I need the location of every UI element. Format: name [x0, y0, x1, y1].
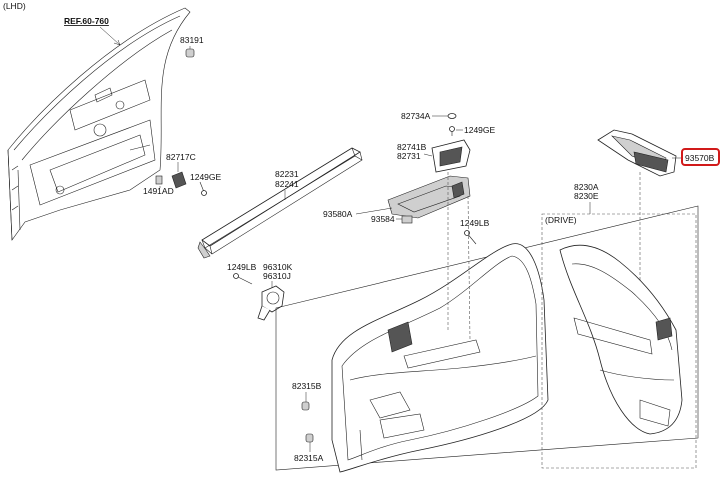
- drive-inset-box: [541, 213, 697, 469]
- label-8230A: 8230A: [574, 182, 599, 192]
- label-93584: 93584: [371, 214, 395, 224]
- guide-switch: [467, 195, 471, 341]
- label-82315A: 82315A: [294, 453, 324, 463]
- screw-1249LB: [464, 230, 477, 245]
- power-window-switch-93570B: [597, 129, 677, 177]
- inside-handle-82741B: [431, 139, 471, 173]
- clip-83191: [185, 48, 195, 58]
- label-83191: 83191: [180, 35, 204, 45]
- label-1249GE-left: 1249GE: [190, 172, 222, 182]
- label-1249LB-left: 1249LB: [227, 262, 257, 272]
- door-frame: [7, 7, 191, 241]
- label-82315B: 82315B: [292, 381, 322, 391]
- cap-82734A: [447, 113, 457, 136]
- label-96310K: 96310K: [263, 262, 293, 272]
- speaker-96310K: [233, 273, 285, 321]
- label-93570B[interactable]: 93570B: [685, 153, 715, 163]
- label-82734A: 82734A: [401, 111, 431, 121]
- clip-82315A: [305, 433, 314, 443]
- clip-82315B: [301, 401, 310, 411]
- label-82241: 82241: [275, 179, 299, 189]
- ref-arrow: [113, 39, 121, 46]
- drive-label: (DRIVE): [545, 215, 577, 225]
- weatherstrip-82231: [197, 147, 363, 259]
- label-82741B: 82741B: [397, 142, 427, 152]
- ref-leader: [99, 26, 121, 46]
- label-1249GE-top: 1249GE: [464, 125, 496, 135]
- label-8230E: 8230E: [574, 191, 599, 201]
- switch-panel-93580A: [387, 175, 471, 224]
- label-1491AD: 1491AD: [143, 186, 174, 196]
- label-96310J: 96310J: [263, 271, 291, 281]
- label-82717C: 82717C: [166, 152, 196, 162]
- title-lhd: (LHD): [3, 1, 26, 11]
- label-82231: 82231: [275, 169, 299, 179]
- label-82731: 82731: [397, 151, 421, 161]
- door-trim-panel: [275, 205, 699, 473]
- bracket-82717C: [155, 171, 207, 196]
- highlight-box-93570B[interactable]: [681, 148, 720, 166]
- ref-label: REF.60-760: [64, 16, 109, 26]
- label-1249LB-mid: 1249LB: [460, 218, 490, 228]
- drive-door-trim: [559, 244, 683, 435]
- label-93580A: 93580A: [323, 209, 353, 219]
